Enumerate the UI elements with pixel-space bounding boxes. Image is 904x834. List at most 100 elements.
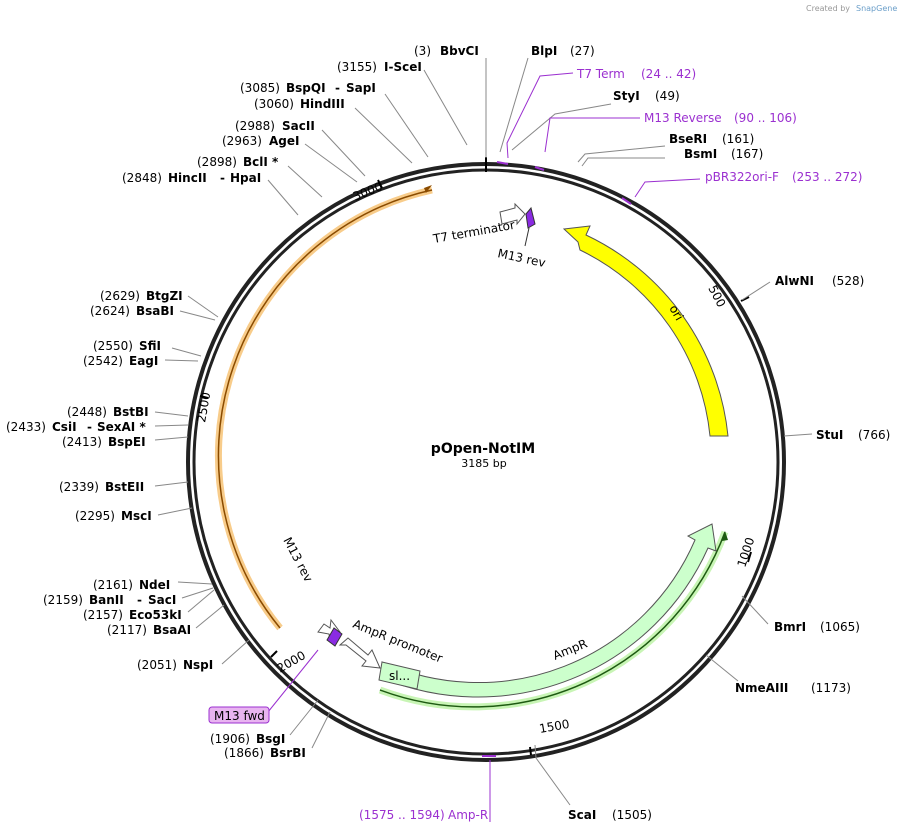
site-name-styi[interactable]: StyI — [613, 89, 640, 103]
site-name-bbvci[interactable]: BbvCI — [440, 44, 479, 58]
site-name-bspqi[interactable]: BspQI — [286, 81, 326, 95]
site-sep-csii: - — [87, 420, 92, 434]
site-name-eco53ki[interactable]: Eco53kI — [129, 608, 182, 622]
site-name-ndei[interactable]: NdeI — [139, 578, 170, 592]
primer-name-amp-r[interactable]: Amp-R — [448, 808, 488, 822]
tick-mark-2500 — [199, 395, 209, 399]
site-name2-sexai[interactable]: SexAI * — [97, 420, 146, 434]
site-pos-bsteii: (2339) — [59, 480, 99, 494]
site-pos-nspi: (2051) — [137, 658, 177, 672]
site-sep-hincii: - — [220, 171, 225, 185]
primer-name-pbr322ori-f[interactable]: pBR322ori-F — [705, 170, 779, 184]
site-sep-banii: - — [137, 593, 142, 607]
leader-eco53ki — [187, 589, 215, 613]
tick-label-2000: 2000 — [275, 648, 308, 675]
ampr-feature[interactable] — [381, 523, 717, 698]
m13-rev-label: M13 rev — [496, 246, 546, 270]
tick-mark-1000 — [747, 551, 752, 563]
m13-fwd-badge[interactable] — [208, 706, 270, 724]
leader-scai — [534, 744, 571, 806]
primer-name-m13-reverse[interactable]: M13 Reverse — [644, 111, 722, 125]
site-name-nspi[interactable]: NspI — [183, 658, 213, 672]
site-pos-agei: (2963) — [222, 134, 262, 148]
primer-name-m13-fwd: M13 fwd — [214, 709, 265, 723]
site-name-bsabi[interactable]: BsaBI — [136, 304, 174, 318]
primer-mark-t7-term — [496, 161, 509, 165]
site-name-banii[interactable]: BanII — [89, 593, 124, 607]
site-pos-bseri: (161) — [722, 132, 754, 146]
t7-terminator-label: T7 terminator — [431, 218, 516, 246]
site-pos-bsabi: (2624) — [90, 304, 130, 318]
site-name-bspei[interactable]: BspEI — [108, 435, 146, 449]
site-name-stui[interactable]: StuI — [816, 428, 843, 442]
site-name-bmri[interactable]: BmrI — [774, 620, 806, 634]
tick-mark-2000 — [270, 650, 278, 658]
site-name-bcli[interactable]: BclI * — [243, 155, 279, 169]
site-name-blpi[interactable]: BlpI — [531, 44, 557, 58]
t7-terminator-feature[interactable] — [499, 202, 526, 226]
ampr-promoter-feature[interactable] — [338, 637, 381, 669]
site-pos-nmeaiii: (1173) — [811, 681, 851, 695]
site-name-msci[interactable]: MscI — [121, 509, 152, 523]
site-name-csii[interactable]: CsiI — [52, 420, 77, 434]
site-name-sacii[interactable]: SacII — [282, 119, 315, 133]
primer-name-t7-term[interactable]: T7 Term — [576, 67, 625, 81]
site-pos-csii: (2433) — [6, 420, 46, 434]
leader-bsteii — [154, 481, 189, 487]
site-name-alwni[interactable]: AlwNI — [775, 274, 814, 288]
m13-rev-feature[interactable] — [525, 206, 536, 229]
signal-peptide-feature[interactable] — [378, 661, 421, 690]
primer-range-pbr322ori-f: (253 .. 272) — [792, 170, 862, 184]
site-name-btgzi[interactable]: BtgZI — [146, 289, 183, 303]
site-name-bsmi[interactable]: BsmI — [684, 147, 717, 161]
site-name-hindiii[interactable]: HindIII — [300, 97, 345, 111]
site-name-bsrbi[interactable]: BsrBI — [270, 746, 306, 760]
tonb-terminator-label: M13 rev — [280, 535, 315, 584]
leader-t7-term — [506, 72, 574, 159]
site-pos-scai: (1505) — [612, 808, 652, 822]
leader-bspei — [154, 436, 189, 441]
site-name-i-scei[interactable]: I-SceI — [384, 60, 422, 74]
site-name2-hpai[interactable]: HpaI — [230, 171, 261, 185]
site-name-scai[interactable]: ScaI — [568, 808, 596, 822]
leader-m13-reverse — [544, 117, 640, 153]
orange-arc-arrowhead — [424, 185, 432, 193]
site-name-hincii[interactable]: HincII — [168, 171, 207, 185]
site-name-bstbi[interactable]: BstBI — [113, 405, 149, 419]
site-name2-saci[interactable]: SacI — [148, 593, 176, 607]
leader-bseri — [577, 145, 666, 163]
site-pos-blpi: (27) — [570, 44, 595, 58]
leader-csii — [154, 424, 189, 427]
site-name-sfii[interactable]: SfiI — [139, 339, 161, 353]
leader-btgzi — [187, 295, 219, 318]
site-name-bsgi[interactable]: BsgI — [256, 732, 285, 746]
site-name-bsaai[interactable]: BsaAI — [153, 623, 191, 637]
site-name-bseri[interactable]: BseRI — [669, 132, 707, 146]
primer-marks — [482, 161, 632, 757]
ori-feature[interactable] — [562, 225, 729, 437]
site-name2-sapi[interactable]: SapI — [346, 81, 376, 95]
leader-bstbi — [154, 411, 189, 417]
site-pos-bsaai: (2117) — [107, 623, 147, 637]
leader-agei — [304, 143, 358, 183]
leader-stui — [783, 433, 813, 437]
tick-label-1000: 1000 — [735, 536, 758, 569]
site-name-nmeaiii[interactable]: NmeAIII — [735, 681, 788, 695]
plasmid-size: 3185 bp — [461, 457, 506, 470]
site-name-bsteii[interactable]: BstEII — [105, 480, 144, 494]
tick-mark-3000 — [377, 179, 383, 189]
tick-label-1500: 1500 — [538, 717, 571, 736]
site-pos-bbvci: (3) — [414, 44, 431, 58]
tick-mark-1500 — [529, 746, 532, 756]
plasmid-name: pOpen-NotIM — [431, 441, 535, 457]
site-name-agei[interactable]: AgeI — [269, 134, 299, 148]
site-pos-hindiii: (3060) — [254, 97, 294, 111]
primer-range-amp-r: (1575 .. 1594) — [359, 808, 445, 822]
site-name-eagi[interactable]: EagI — [129, 354, 158, 368]
m13-fwd-site-feature[interactable] — [326, 627, 343, 647]
site-pos-btgzi: (2629) — [100, 289, 140, 303]
site-pos-bsrbi: (1866) — [224, 746, 264, 760]
site-pos-bspqi: (3085) — [240, 81, 280, 95]
primer-range-m13-reverse: (90 .. 106) — [734, 111, 797, 125]
